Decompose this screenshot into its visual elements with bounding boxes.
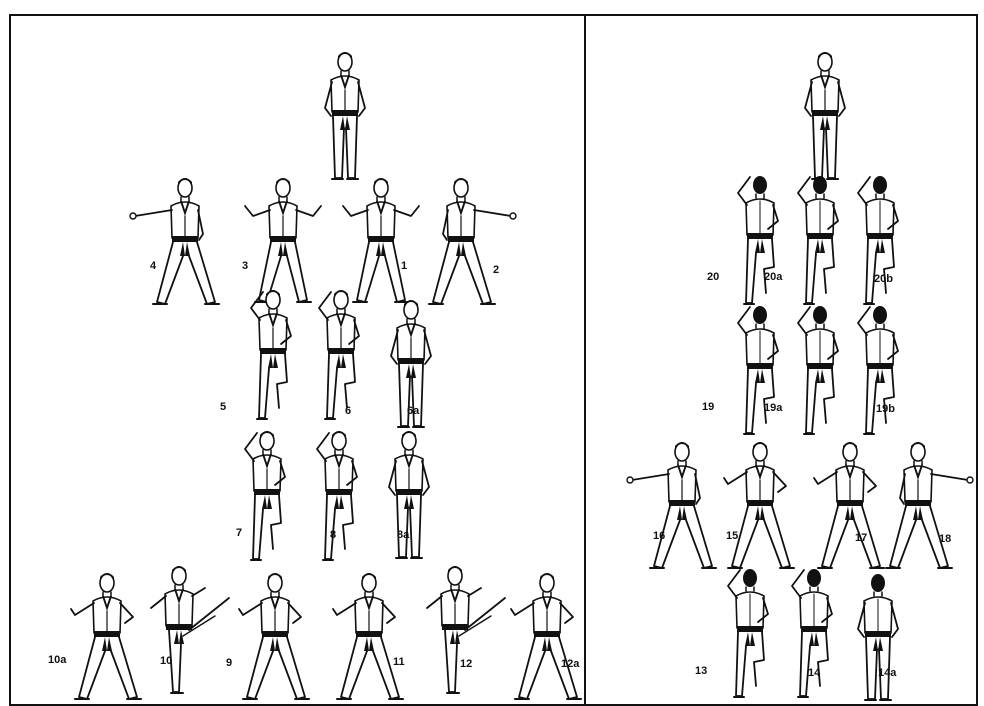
figure-label: 10a [48,655,66,666]
figure-15 [720,440,800,572]
right-panel: 20 20a 20b 19 19a 19b 16 15 17 18 13 14 14a [586,16,978,704]
figure-label: 13 [695,666,707,677]
figure-19b [840,303,920,435]
figure-label: 15 [726,531,738,542]
figure-8a [369,429,449,561]
figure-2 [421,176,501,308]
figure-8 [299,429,379,561]
figure-label: 12a [561,659,579,670]
figure-label: 6a [407,406,419,417]
figure-label: 19a [764,403,782,414]
figure-12 [415,564,495,696]
figure-label: 11 [393,657,405,668]
figure-18 [878,440,958,572]
figure-label: 7 [236,528,242,539]
figure-ready [305,50,385,182]
figure-label: 2 [493,265,499,276]
figure-label: 20b [874,274,893,285]
figure-label: 19b [876,404,895,415]
figure-9 [235,571,315,703]
figure-label: 12 [460,659,472,670]
figure-label: 20 [707,272,719,283]
figure-label: 8 [330,530,336,541]
figure-label: 14 [808,668,820,679]
figure-label: 5 [220,402,226,413]
figure-11 [329,571,409,703]
figure-6 [301,288,381,420]
figure-label: 9 [226,658,232,669]
figure-12a [507,571,587,703]
figure-label: 18 [939,534,951,545]
figure-4 [145,176,225,308]
figure-label: 14a [878,668,896,679]
figure-label: 1 [401,261,407,272]
figure-7 [227,429,307,561]
figure-14a [838,571,918,703]
figure-label: 4 [150,261,156,272]
figure-label: 3 [242,261,248,272]
figure-10 [139,564,219,696]
figure-20b [840,173,920,305]
figure-label: 6 [345,406,351,417]
figure-label: 17 [855,533,867,544]
figure-label: 16 [653,531,665,542]
figure-10a [67,571,147,703]
figure-label: 10 [160,656,172,667]
figure-16 [642,440,722,572]
figure-ready [785,50,865,182]
figure-label: 8a [397,530,409,541]
figure-label: 19 [702,402,714,413]
figure-label: 20a [764,272,782,283]
